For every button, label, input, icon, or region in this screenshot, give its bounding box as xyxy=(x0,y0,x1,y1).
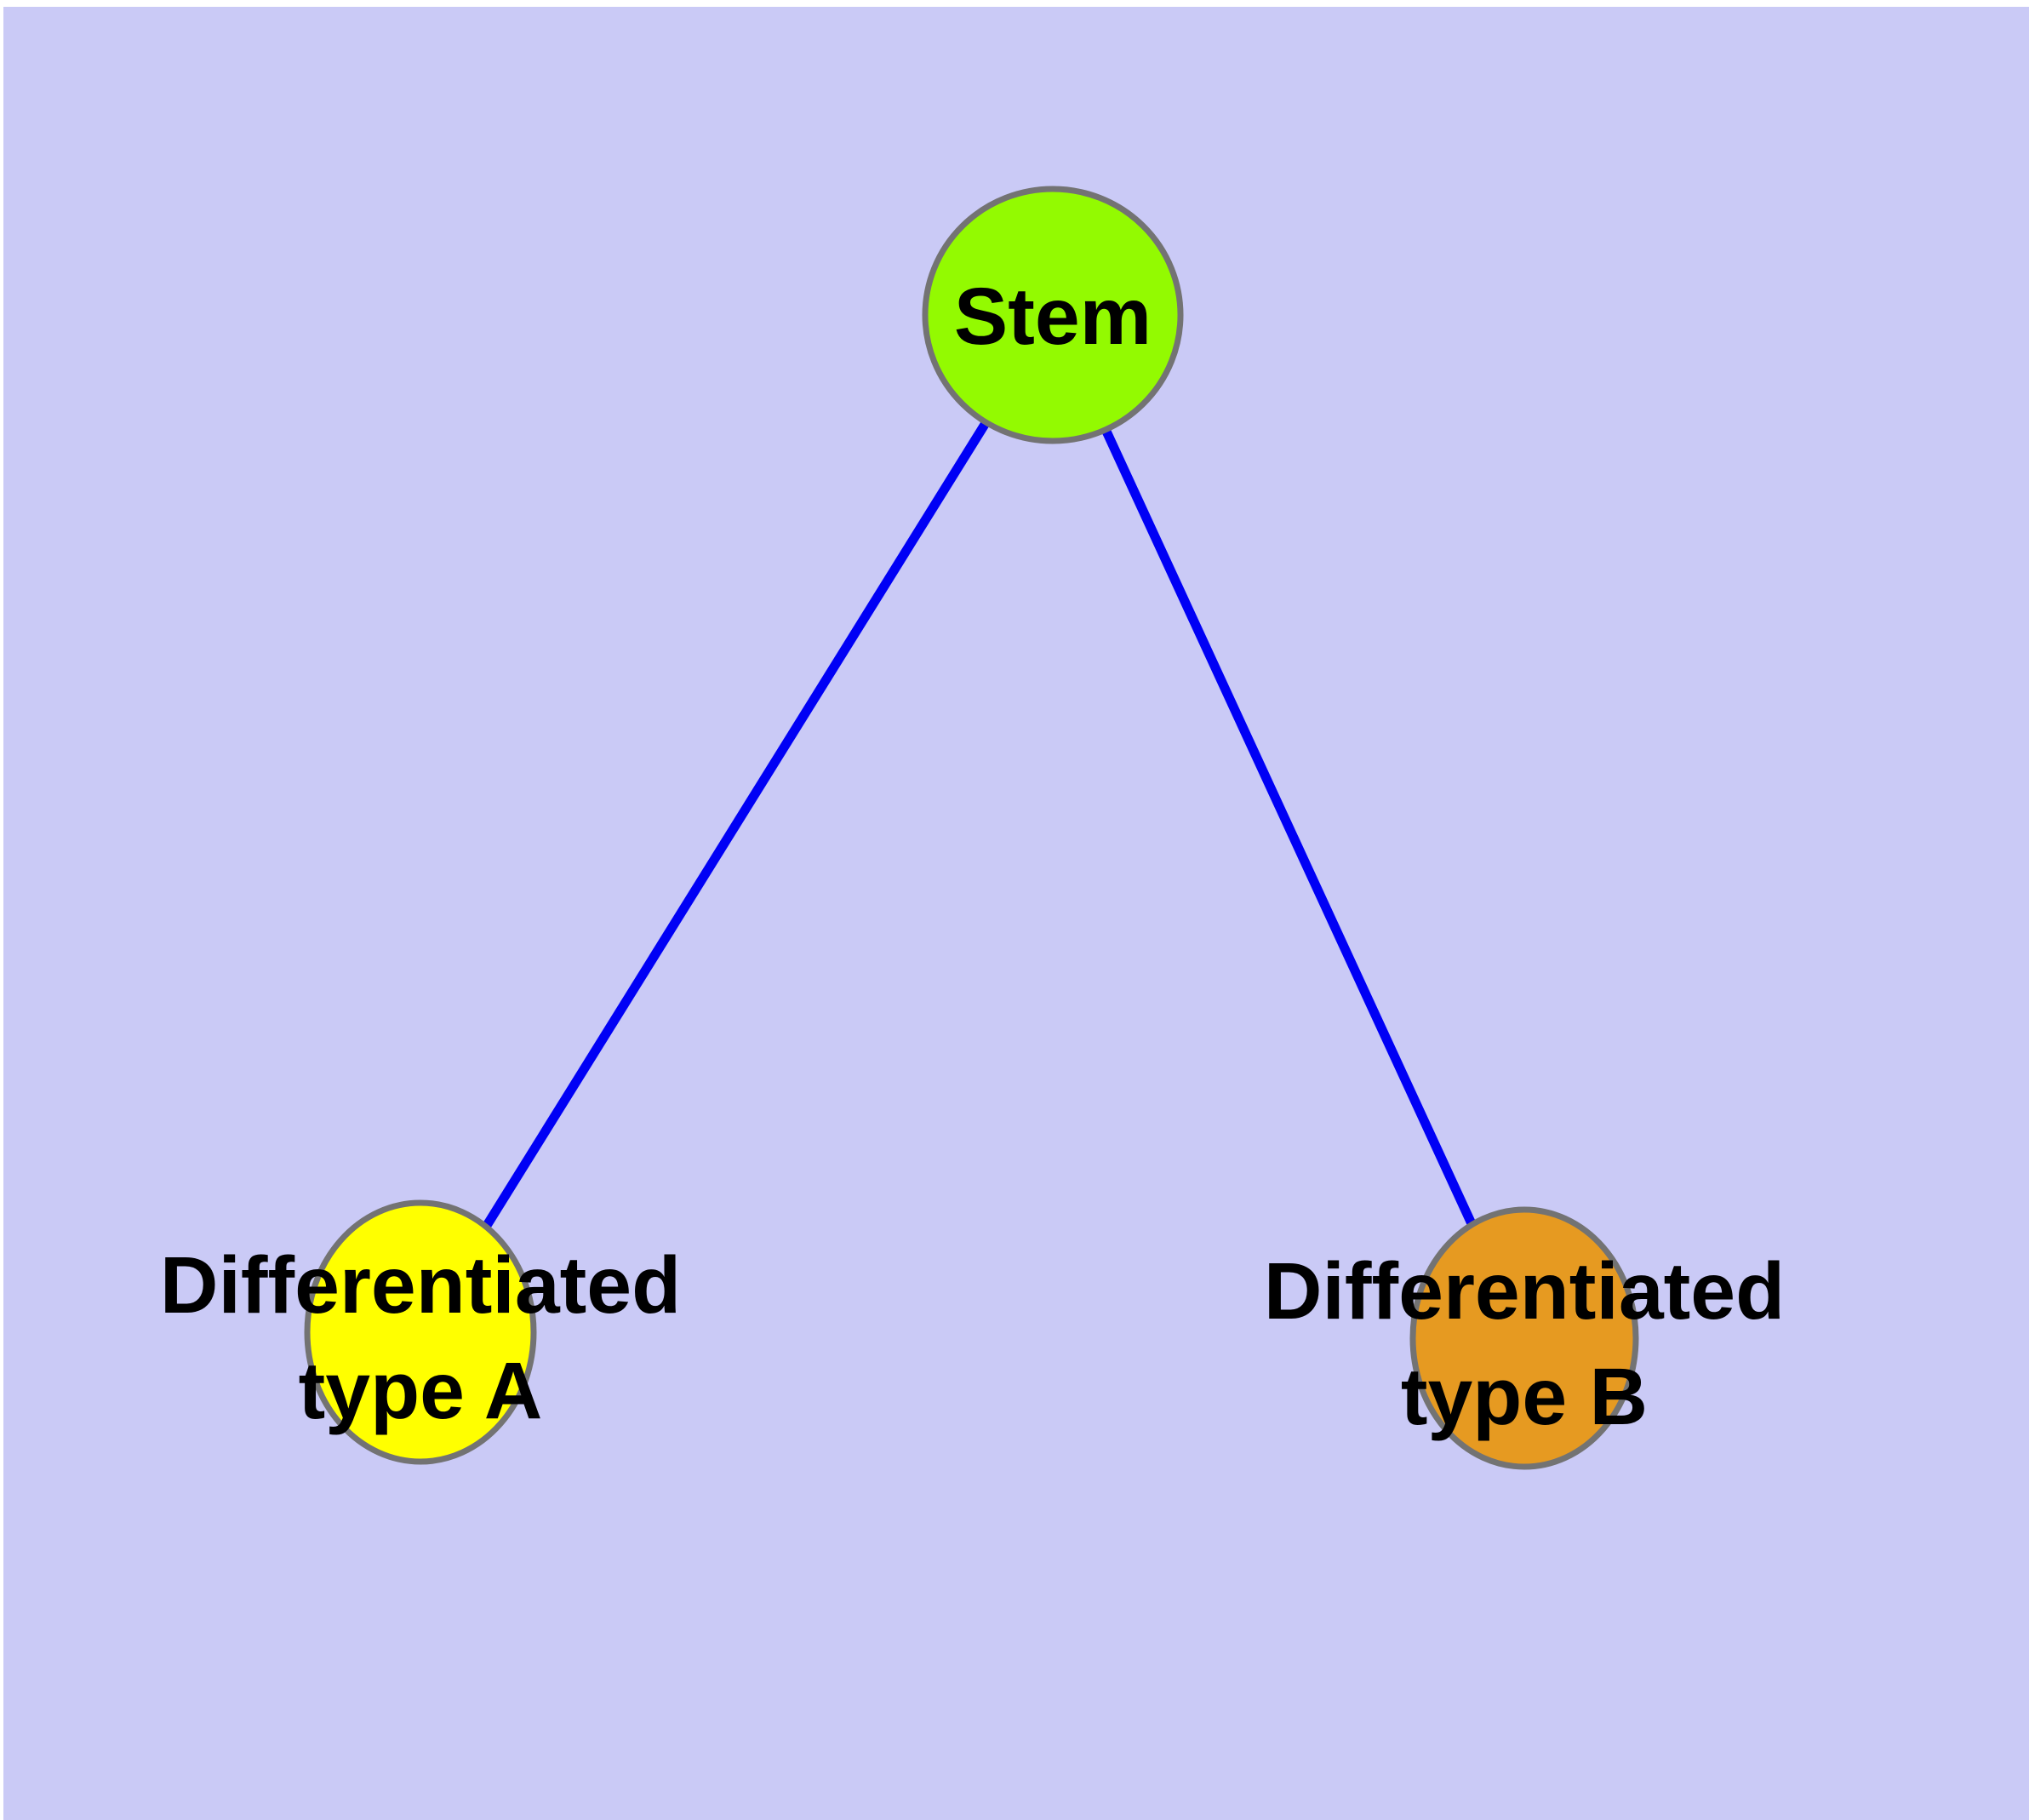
edge-stem-to-type-b xyxy=(1049,312,1529,1341)
node-type-b xyxy=(1409,1206,1639,1470)
edge-stem-to-type-a xyxy=(416,312,1057,1335)
node-type-a-label-line2: type A xyxy=(299,1346,543,1436)
node-stem xyxy=(922,186,1184,444)
node-type-a-label-line1: Differentiated xyxy=(160,1240,681,1331)
node-type-a xyxy=(304,1199,537,1465)
node-type-b-label-line2: type B xyxy=(1401,1352,1648,1442)
node-type-b-label-line1: Differentiated xyxy=(1264,1246,1785,1336)
node-stem-label: Stem xyxy=(954,272,1152,362)
